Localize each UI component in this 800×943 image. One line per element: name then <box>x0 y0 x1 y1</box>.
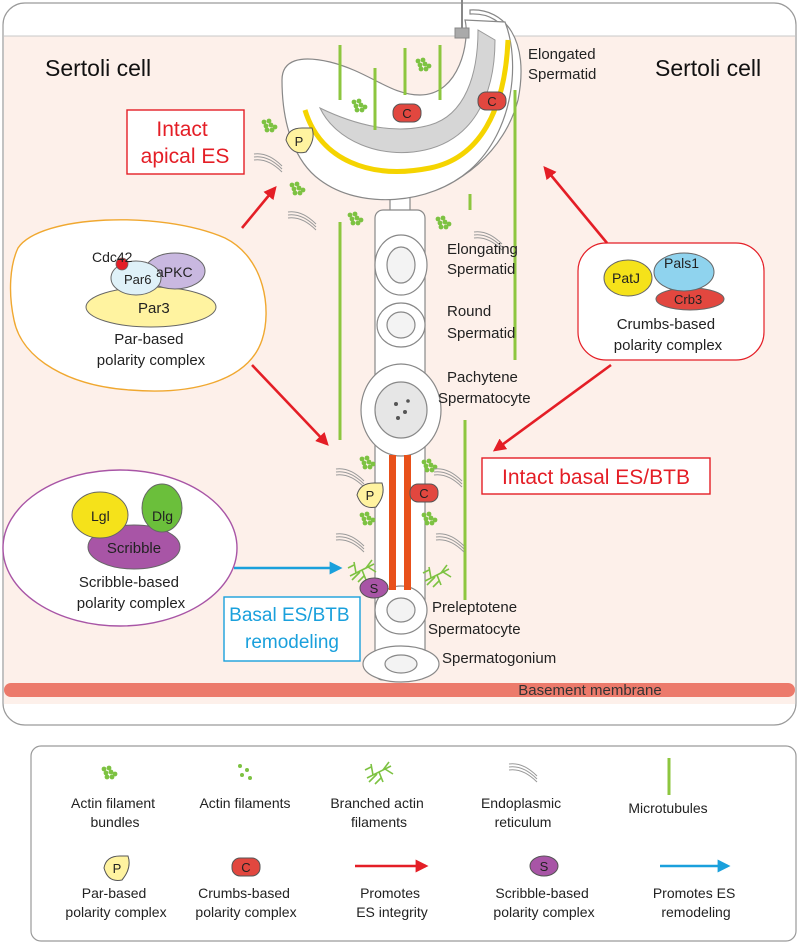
svg-text:P: P <box>295 134 304 149</box>
svg-text:Promotes ES integrity: Promotes ES integrity <box>356 885 428 920</box>
patj-shape <box>603 259 653 297</box>
crumbs-marker-basal: C <box>409 483 439 503</box>
par-marker-basal: P <box>356 482 384 508</box>
crumbs-marker-1: C <box>392 103 422 123</box>
svg-text:Scribble: Scribble <box>107 540 161 557</box>
svg-text:Scribble-based polarity: Scribble-based polarity complex <box>77 574 186 612</box>
scribble-complex: Lgl Dlg Scribble Scribble-based polarity… <box>2 469 238 627</box>
svg-text:Microtubules: Microtubules <box>628 800 707 816</box>
svg-text:C: C <box>241 860 250 875</box>
legend-par: P Par-based polarity complex <box>65 855 167 920</box>
par-marker-apical: P <box>285 127 314 154</box>
svg-text:Crumbs-based polarity co: Crumbs-based polarity complex <box>195 885 296 920</box>
svg-text:Intact apical ES: Intact apical ES <box>141 118 230 168</box>
legend-microtubules: Microtubules <box>628 758 708 816</box>
intact-basal-es-box: Intact basal ES/BTB <box>481 457 711 495</box>
crumbs-complex: PatJ Pals1 Crb3 Crumbs-based polarity co… <box>577 242 765 361</box>
svg-text:Par3: Par3 <box>138 300 170 317</box>
sertoli-cell-left-label: Sertoli cell <box>45 55 151 81</box>
crumbs-marker-2: C <box>477 91 507 111</box>
svg-text:S: S <box>540 859 549 874</box>
dlg-shape <box>141 483 183 533</box>
integrity-arrows <box>240 165 612 452</box>
btb-bar-right <box>404 455 411 590</box>
pachytene-spermatocyte-label: Pachytene Spermatocyte <box>438 369 531 407</box>
legend-panel <box>30 745 797 942</box>
microtubules <box>338 45 517 600</box>
basal-remodeling-box: Basal ES/BTB remodeling <box>223 596 361 662</box>
svg-text:Endoplasmic reticulum: Endoplasmic reticulum <box>481 795 565 830</box>
legend-remodeling-arrow: Promotes ES remodeling <box>653 859 739 920</box>
svg-text:Lgl: Lgl <box>91 508 110 524</box>
svg-text:Intact basal ES/BTB: Intact basal ES/BTB <box>502 466 690 489</box>
elongated-spermatid-label: Elongated Spermatid <box>528 46 600 83</box>
germ-cell-column <box>360 209 442 683</box>
svg-text:Par-based polarity compl: Par-based polarity complex <box>97 331 206 369</box>
svg-text:Branched actin filaments: Branched actin filaments <box>330 795 427 830</box>
svg-text:P: P <box>366 488 375 503</box>
svg-text:Dlg: Dlg <box>152 508 173 524</box>
sertoli-cell-right-label: Sertoli cell <box>655 55 761 81</box>
svg-text:Par-based polarity compl: Par-based polarity complex <box>65 885 166 920</box>
legend-er: Endoplasmic reticulum <box>481 763 565 830</box>
cdc42-shape <box>115 257 129 271</box>
preleptotene-spermatocyte-label: Preleptotene Spermatocyte <box>428 599 521 638</box>
basement-membrane <box>4 683 795 697</box>
scribble-marker-basal: S <box>359 577 389 599</box>
svg-text:C: C <box>402 106 411 121</box>
btb-bar-left <box>389 455 396 590</box>
elongating-spermatid-label: Elongating Spermatid <box>447 241 522 278</box>
legend-actin-filaments: Actin filaments <box>199 764 291 811</box>
legend-branched-actin: Branched actin filaments <box>330 761 427 830</box>
pals1-shape <box>653 252 715 292</box>
svg-text:C: C <box>487 94 496 109</box>
svg-text:Actin filaments: Actin filaments <box>199 795 290 811</box>
svg-text:P: P <box>113 861 122 876</box>
svg-text:Par6: Par6 <box>124 272 151 287</box>
basement-membrane-label: Basement membrane <box>518 682 661 699</box>
svg-text:Cdc42: Cdc42 <box>92 249 133 265</box>
legend-crumbs: C Crumbs-based polarity complex <box>195 857 297 920</box>
svg-text:S: S <box>370 581 379 596</box>
intact-apical-es-box: Intact apical ES <box>126 109 245 175</box>
spermatogonium-label: Spermatogonium <box>442 650 556 667</box>
svg-text:PatJ: PatJ <box>612 270 640 286</box>
svg-text:Pals1: Pals1 <box>664 255 699 271</box>
lgl-shape <box>71 491 129 539</box>
svg-text:C: C <box>419 486 428 501</box>
legend-actin-bundles: Actin filament bundles <box>71 765 159 830</box>
svg-text:Crumbs-based polarity co: Crumbs-based polarity complex <box>614 316 723 354</box>
svg-text:Basal ES/BTB remodeling: Basal ES/BTB remodeling <box>229 605 355 653</box>
svg-text:Promotes ES remodeling: Promotes ES remodeling <box>653 885 739 920</box>
svg-text:Actin filament bundles: Actin filament bundles <box>71 795 159 830</box>
round-spermatid-label: Round Spermatid <box>447 303 515 342</box>
svg-text:Scribble-based polarity: Scribble-based polarity complex <box>493 885 594 920</box>
par-complex: Cdc42 Par6 aPKC Par3 Par-based polarity … <box>9 219 267 392</box>
spermatid-nucleus <box>318 29 496 154</box>
svg-text:Crb3: Crb3 <box>674 292 702 307</box>
svg-text:aPKC: aPKC <box>156 264 193 280</box>
legend-integrity-arrow: Promotes ES integrity <box>355 859 429 920</box>
legend-scribble: S Scribble-based polarity complex <box>493 855 595 920</box>
